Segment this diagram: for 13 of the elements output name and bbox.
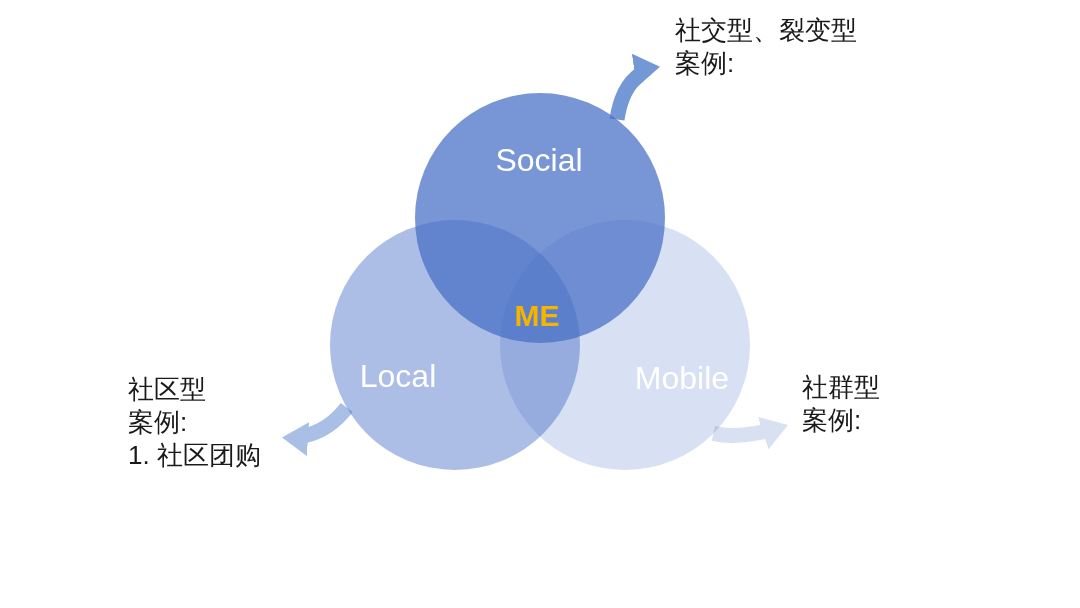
examples-label: 案例: (128, 406, 188, 439)
examples-label: 案例: (802, 404, 862, 437)
category-heading: 社交型、裂变型 (675, 14, 857, 47)
examples-label: 案例: (675, 47, 735, 80)
center-label: ME (514, 301, 560, 331)
curved-arrow (609, 55, 662, 121)
category-heading: 社区型 (128, 373, 206, 406)
category-heading: 社群型 (802, 371, 880, 404)
curved-arrow (711, 416, 791, 449)
example-item: 1. 社区团购 (128, 439, 261, 472)
circle-label: Social (495, 144, 583, 176)
curved-arrow (281, 402, 353, 456)
circle-label: Local (359, 360, 437, 392)
